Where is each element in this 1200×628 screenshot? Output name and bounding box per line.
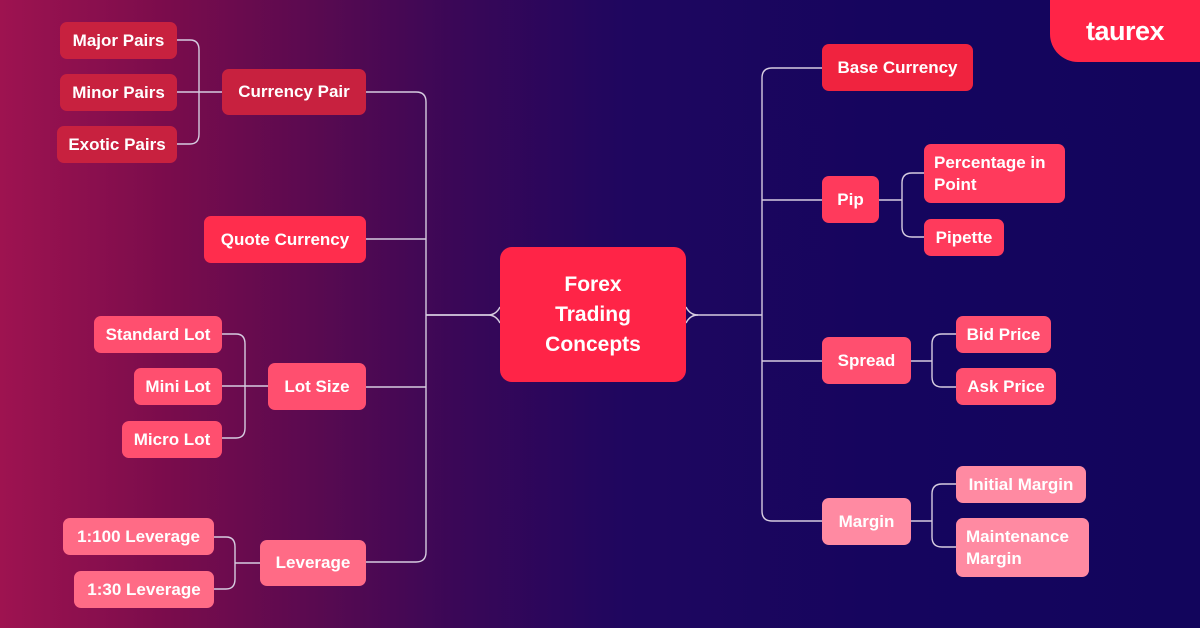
node-micro-lot[interactable]: Micro Lot (122, 421, 222, 458)
node-margin[interactable]: Margin (822, 498, 911, 545)
node-mini-lot[interactable]: Mini Lot (134, 368, 222, 405)
node-percentage-in-point-line-2: Point (934, 174, 977, 194)
node-standard-lot[interactable]: Standard Lot (94, 316, 222, 353)
node-minor-pairs[interactable]: Minor Pairs (60, 74, 177, 111)
node-maintenance-margin[interactable]: Maintenance Margin (956, 518, 1089, 577)
node-maintenance-margin-line-1: Maintenance (966, 526, 1069, 546)
taurex-logo[interactable]: taurex (1050, 0, 1200, 62)
node-1-30-leverage[interactable]: 1:30 Leverage (74, 571, 214, 608)
node-pip[interactable]: Pip (822, 176, 879, 223)
node-initial-margin[interactable]: Initial Margin (956, 466, 1086, 503)
central-topic-node[interactable]: Forex Trading Concepts (500, 247, 686, 382)
node-ask-price[interactable]: Ask Price (956, 368, 1056, 405)
central-topic-line-3: Concepts (545, 332, 641, 356)
node-base-currency[interactable]: Base Currency (822, 44, 973, 91)
central-topic-line-2: Trading (555, 302, 631, 326)
node-bid-price[interactable]: Bid Price (956, 316, 1051, 353)
node-maintenance-margin-line-2: Margin (966, 548, 1022, 568)
node-leverage[interactable]: Leverage (260, 540, 366, 586)
node-exotic-pairs[interactable]: Exotic Pairs (57, 126, 177, 163)
node-quote-currency[interactable]: Quote Currency (204, 216, 366, 263)
node-spread[interactable]: Spread (822, 337, 911, 384)
node-currency-pair[interactable]: Currency Pair (222, 69, 366, 115)
node-percentage-in-point[interactable]: Percentage in Point (924, 144, 1065, 203)
node-1-100-leverage[interactable]: 1:100 Leverage (63, 518, 214, 555)
central-topic-line-1: Forex (564, 272, 622, 296)
node-percentage-in-point-line-1: Percentage in (934, 152, 1046, 172)
node-major-pairs[interactable]: Major Pairs (60, 22, 177, 59)
node-pipette[interactable]: Pipette (924, 219, 1004, 256)
node-lot-size[interactable]: Lot Size (268, 363, 366, 410)
